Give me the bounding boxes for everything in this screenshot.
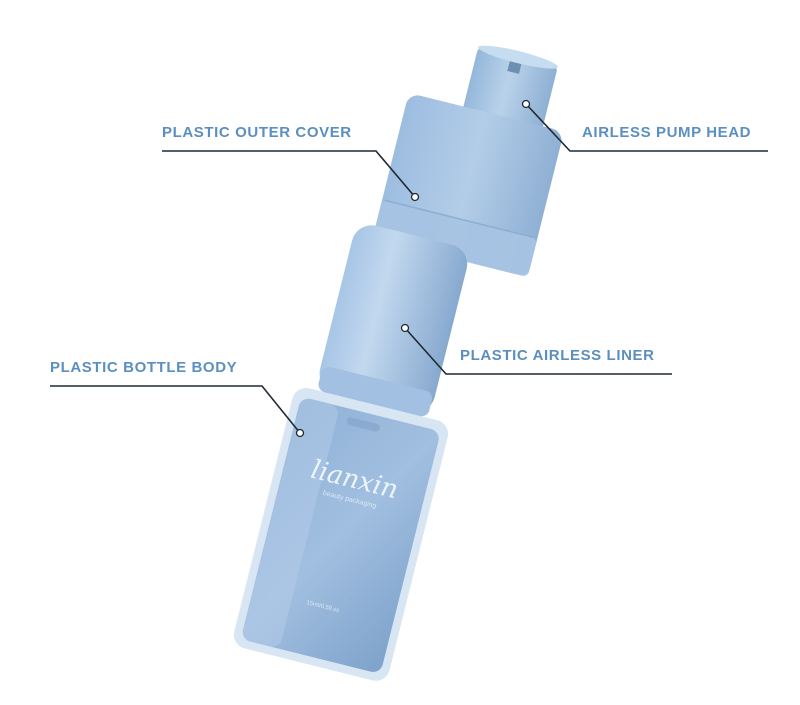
label-airless-pump-head: AIRLESS PUMP HEAD [582, 124, 752, 141]
plastic-airless-liner [318, 225, 468, 417]
leader-line-airless-liner [404, 327, 672, 375]
marker-dot-airless-liner [400, 323, 410, 333]
leader-line-outer-cover [162, 150, 416, 198]
plastic-outer-cover [373, 95, 562, 276]
label-plastic-outer-cover: PLASTIC OUTER COVER [162, 124, 352, 141]
leader-lines [50, 103, 768, 434]
leader-line-pump-head [525, 103, 768, 152]
marker-dot-pump-head [521, 99, 531, 109]
label-plastic-airless-liner: PLASTIC AIRLESS LINER [460, 347, 655, 364]
label-plastic-bottle-body: PLASTIC BOTTLE BODY [50, 359, 238, 376]
leader-line-bottle-body [50, 385, 301, 434]
plastic-bottle-body: lianxin beauty packaging 15ml/0.5fl.oz [233, 387, 449, 681]
marker-dot-bottle-body [295, 428, 305, 438]
nozzle-icon [507, 61, 522, 74]
marker-dot-outer-cover [410, 192, 420, 202]
